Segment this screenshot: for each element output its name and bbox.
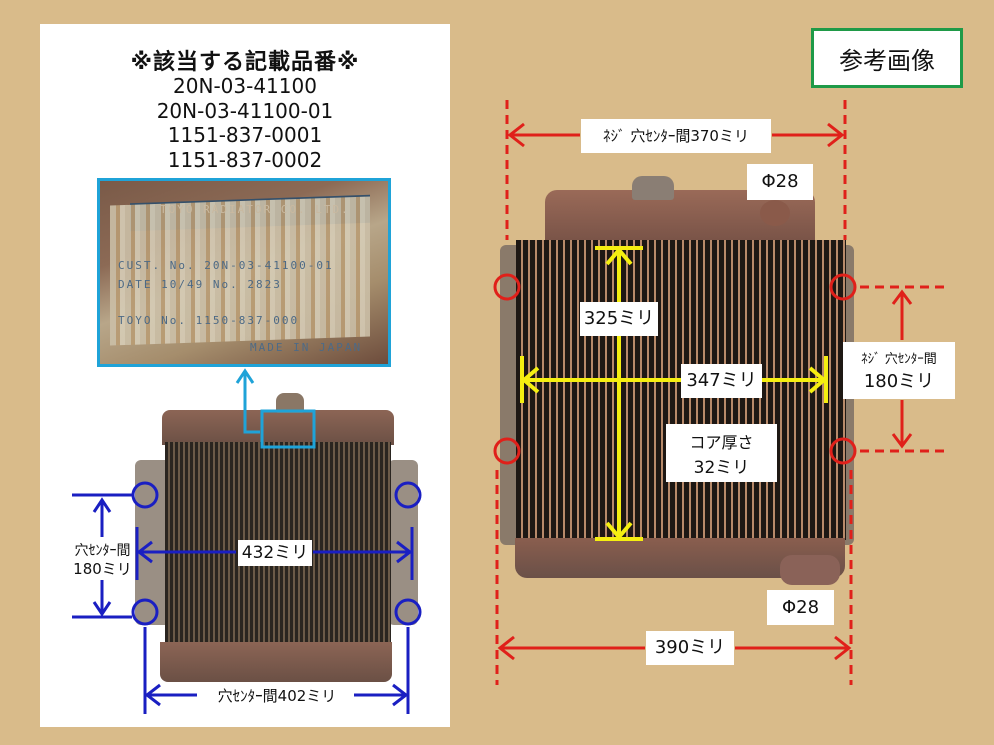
top-pipe-diameter-label: Φ28: [747, 164, 813, 200]
nameplate-line5: MADE IN JAPAN: [250, 341, 363, 354]
width-432-label: 432ミリ: [238, 540, 312, 566]
core-thickness-label: コア厚さ: [689, 433, 754, 452]
hole-horizontal-label: 穴ｾﾝﾀｰ間402ミリ: [200, 685, 354, 706]
screw-hole-370-label: ﾈｼﾞ 穴ｾﾝﾀｰ間370ミリ: [581, 119, 771, 153]
nameplate-location-box: [260, 409, 316, 449]
core-thickness-box: コア厚さ 32ミリ: [666, 424, 777, 482]
screw-hole-180-value: 180ミリ: [863, 371, 935, 392]
reference-image-badge: 参考画像: [811, 28, 963, 88]
hole-vertical-label: 穴ｾﾝﾀｰ間: [74, 543, 131, 559]
core-height-label: 325ミリ: [580, 302, 658, 336]
radiator-cap: [276, 393, 304, 413]
part-number-4: 1151-837-0002: [167, 148, 323, 172]
part-numbers-title: ※該当する記載品番※: [130, 50, 360, 75]
part-number-2: 20N-03-41100-01: [156, 99, 334, 123]
right-radiator-cap: [632, 176, 674, 200]
part-number-1: 20N-03-41100: [173, 74, 317, 98]
part-number-3: 1151-837-0001: [167, 123, 323, 147]
left-radiator-top-tank: [162, 410, 394, 445]
screw-hole-180-label: ﾈｼﾞ 穴ｾﾝﾀｰ間: [861, 352, 937, 367]
core-width-label: 347ミリ: [681, 364, 762, 398]
bottom-pipe: [780, 555, 840, 585]
nameplate-line2: CUST. No. 20N-03-41100-01: [118, 259, 334, 272]
left-radiator-bottom-tank: [160, 642, 392, 682]
nameplate-line4: TOYO No. 1150-837-000: [118, 314, 300, 327]
top-pipe: [760, 200, 790, 226]
nameplate-line1: TOYO RADIATOR CO. LTD.: [160, 203, 350, 216]
hole-vertical-value: 180ミリ: [73, 560, 132, 578]
nameplate-line3: DATE 10/49 No. 2823: [118, 278, 282, 291]
nameplate-photo: TOYO RADIATOR CO. LTD. CUST. No. 20N-03-…: [97, 178, 391, 367]
screw-hole-180-box: ﾈｼﾞ 穴ｾﾝﾀｰ間 180ミリ: [843, 342, 955, 399]
overall-width-label: 390ミリ: [646, 631, 734, 665]
bottom-pipe-diameter-label: Φ28: [767, 590, 834, 625]
core-thickness-value: 32ミリ: [693, 458, 750, 478]
